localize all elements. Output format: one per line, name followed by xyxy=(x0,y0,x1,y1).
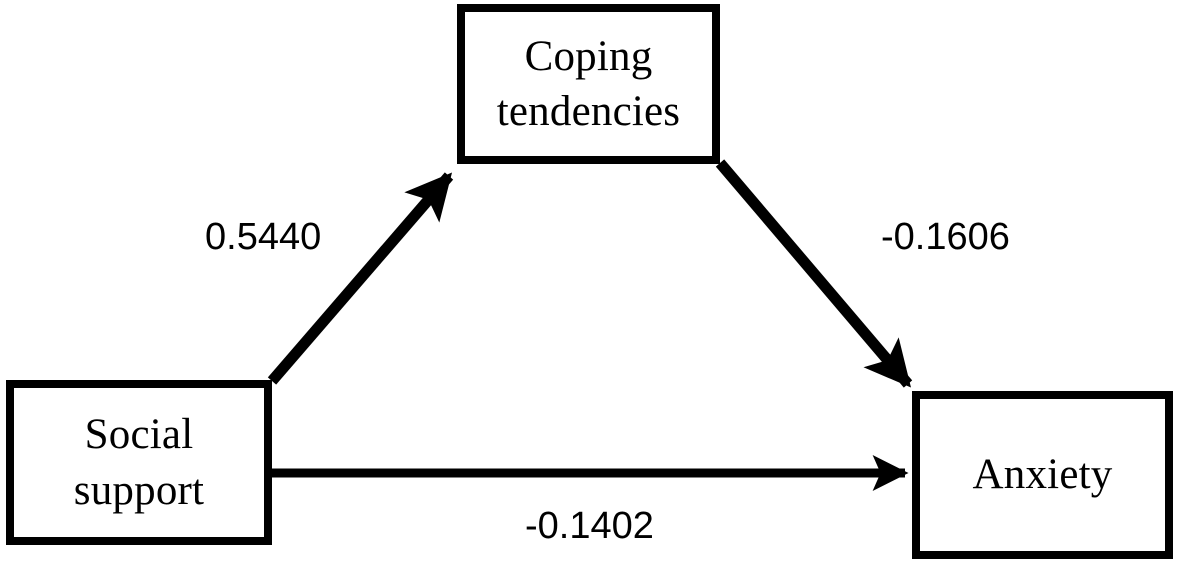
node-anxiety: Anxiety xyxy=(912,391,1173,559)
node-social-label-line2: support xyxy=(73,466,205,514)
edge-label-coping-to-anxiety: -0.1606 xyxy=(881,216,1010,258)
edge-label-social-to-coping: 0.5440 xyxy=(205,216,322,258)
edge-label-social-to-anxiety: -0.1402 xyxy=(525,505,654,547)
node-coping-tendencies: Coping tendencies xyxy=(457,4,720,164)
edge-coping-to-anxiety xyxy=(715,159,913,388)
node-coping-label-line2: tendencies xyxy=(496,88,681,135)
node-coping-label-line1: Coping xyxy=(524,32,653,80)
node-anxiety-label-line1: Anxiety xyxy=(972,451,1113,499)
node-social-support: Social support xyxy=(6,380,272,545)
node-social-label-line1: Social xyxy=(84,411,194,459)
edge-social-to-coping xyxy=(267,172,454,385)
